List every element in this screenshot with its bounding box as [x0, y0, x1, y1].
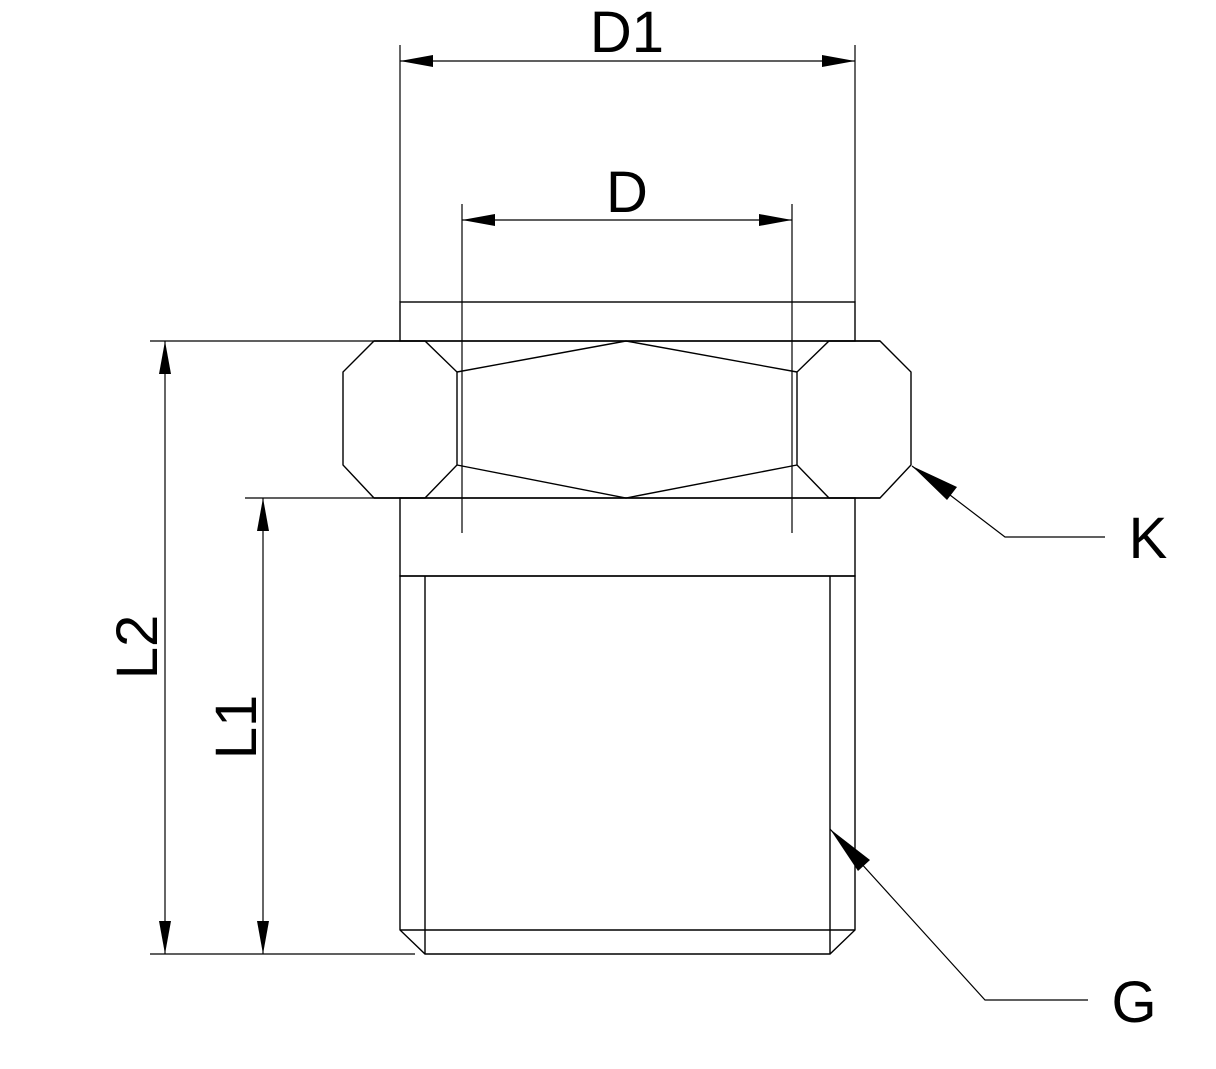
hex-center-chamfer-bottom	[456, 464, 798, 499]
top-collar	[399, 301, 856, 342]
dimension-l1: L1	[204, 497, 374, 954]
dimension-d1: D1	[399, 0, 856, 302]
dimension-l2: L2	[105, 340, 415, 955]
d-arrow-right	[759, 214, 792, 226]
plug-body	[342, 301, 912, 955]
d-arrow-left	[462, 214, 495, 226]
d-label: D	[606, 160, 648, 225]
k-leader-line	[911, 465, 1105, 538]
hex-center-chamfer-top	[456, 340, 798, 373]
k-leader-arrow	[912, 466, 957, 500]
dimension-d: D	[461, 160, 793, 533]
l2-arrow-bottom	[159, 921, 171, 954]
l2-arrow-top	[159, 341, 171, 374]
shoulder	[399, 497, 856, 577]
g-leader-arrow	[830, 829, 870, 871]
g-leader-line	[829, 828, 1088, 1001]
hex-left-face	[374, 340, 458, 499]
hex-outline	[342, 340, 912, 499]
d1-label: D1	[590, 0, 664, 65]
callout-k: K	[911, 465, 1168, 571]
thread-shank	[399, 575, 856, 955]
l1-arrow-top	[257, 498, 269, 531]
l2-label: L2	[105, 615, 170, 680]
k-label: K	[1129, 506, 1168, 571]
d1-arrow-left	[400, 55, 433, 67]
d1-arrow-right	[822, 55, 855, 67]
l1-arrow-bottom	[257, 921, 269, 954]
l1-label: L1	[204, 695, 269, 760]
g-label: G	[1111, 970, 1156, 1035]
hex-right-face	[796, 340, 880, 499]
callout-g: G	[829, 828, 1157, 1035]
